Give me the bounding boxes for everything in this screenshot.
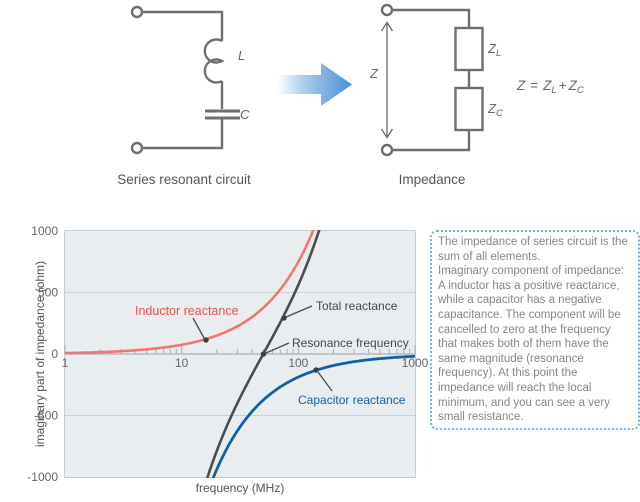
resonance-frequency-label: Resonance frequency <box>292 336 409 350</box>
impedance-formula: Z=ZL+ZC <box>516 78 584 96</box>
resonance-leader-line <box>265 342 290 354</box>
inductor-icon <box>203 38 225 84</box>
arrow-head-down-icon <box>380 128 394 139</box>
y-tick-label--500: -500 <box>34 409 58 423</box>
note-paragraph-1: The impedance of series circuit is the s… <box>438 236 628 263</box>
curve-capacitor-reactance <box>211 354 416 478</box>
x-tick-label-1000: 1000 <box>402 356 429 370</box>
left-circuit-caption: Series resonant circuit <box>117 172 251 187</box>
terminal-node-bottom-left <box>130 141 144 155</box>
y-axis-title: imaginary part of impedance (ohm) <box>33 261 47 447</box>
zl-label: ZL <box>487 41 501 59</box>
wire-bottom-left <box>142 119 224 150</box>
total-leader-line <box>285 305 313 318</box>
y-tick-label--1000: -1000 <box>27 470 58 484</box>
inductor-reactance-label: Inductor reactance <box>135 304 239 318</box>
x-tick-label-1: 1 <box>62 356 69 370</box>
terminal-node-top-left <box>130 5 144 19</box>
capacitor-marker-dot <box>313 367 319 373</box>
annotation-leaders <box>192 305 333 392</box>
capacitor-label: C <box>240 107 250 122</box>
y-tick-label-500: 500 <box>38 286 58 300</box>
total-marker-dot <box>281 315 287 321</box>
x-tick-label-10: 10 <box>175 356 189 370</box>
curve-inductor-reactance <box>65 230 315 355</box>
y-tick-label-1000: 1000 <box>31 224 58 238</box>
right-circuit-caption: Impedance <box>399 172 466 187</box>
capacitor-reactance-label: Capacitor reactance <box>298 393 406 407</box>
z-label: Z <box>369 66 379 81</box>
series-resonant-circuit <box>130 5 240 155</box>
impedance-box-zc <box>454 86 484 132</box>
curve-total-reactance <box>205 230 321 478</box>
right-arrow-icon <box>278 63 352 106</box>
zc-label: ZC <box>487 101 503 119</box>
arrow-head-up-icon <box>380 21 394 32</box>
impedance-circuit <box>380 3 484 157</box>
terminal-node-top-right <box>380 3 394 17</box>
total-reactance-label: Total reactance <box>316 299 398 313</box>
wire-top-right <box>392 8 471 28</box>
inductor-marker-dot <box>203 337 209 343</box>
resonance-marker-dot <box>260 351 267 357</box>
wire-bottom-right <box>392 130 471 152</box>
inductor-label: L <box>238 48 245 63</box>
plot-tick-labels: 1000 500 0 -500 -1000 1 10 100 1000 <box>27 224 428 484</box>
capacitor-leader-line <box>317 371 333 392</box>
plot-grid <box>65 292 415 416</box>
note-paragraph-2: Imaginary component of impedance: A indu… <box>438 265 625 424</box>
plot-curves <box>65 230 416 478</box>
x-tick-label-100: 100 <box>288 356 308 370</box>
explanation-note-box: The impedance of series circuit is the s… <box>430 230 640 430</box>
wire-top-left <box>142 10 224 41</box>
x-axis-title: frequency (MHz) <box>196 481 285 495</box>
z-span-arrow <box>380 21 394 139</box>
terminal-node-bottom-right <box>380 143 394 157</box>
y-tick-label-0: 0 <box>51 347 58 361</box>
impedance-box-zl <box>454 26 484 72</box>
inductor-leader-line <box>192 317 205 339</box>
capacitor-icon <box>205 109 240 120</box>
